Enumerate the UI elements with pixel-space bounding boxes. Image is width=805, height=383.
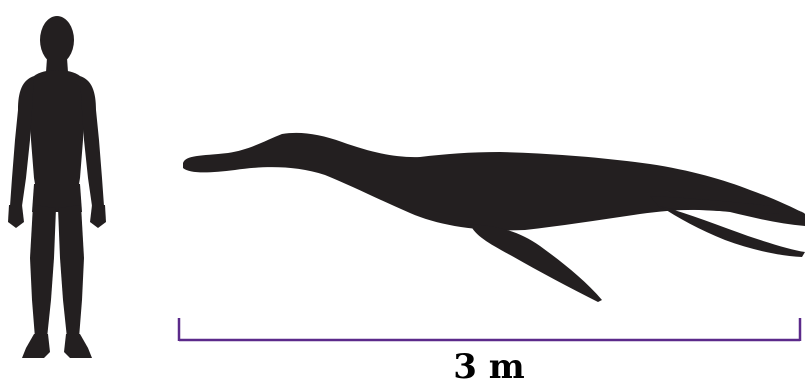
scale-bar xyxy=(179,318,800,341)
scale-label: 3 m xyxy=(453,347,524,383)
plesiosaur-silhouette-icon xyxy=(183,133,805,302)
human-silhouette-icon xyxy=(8,16,106,358)
